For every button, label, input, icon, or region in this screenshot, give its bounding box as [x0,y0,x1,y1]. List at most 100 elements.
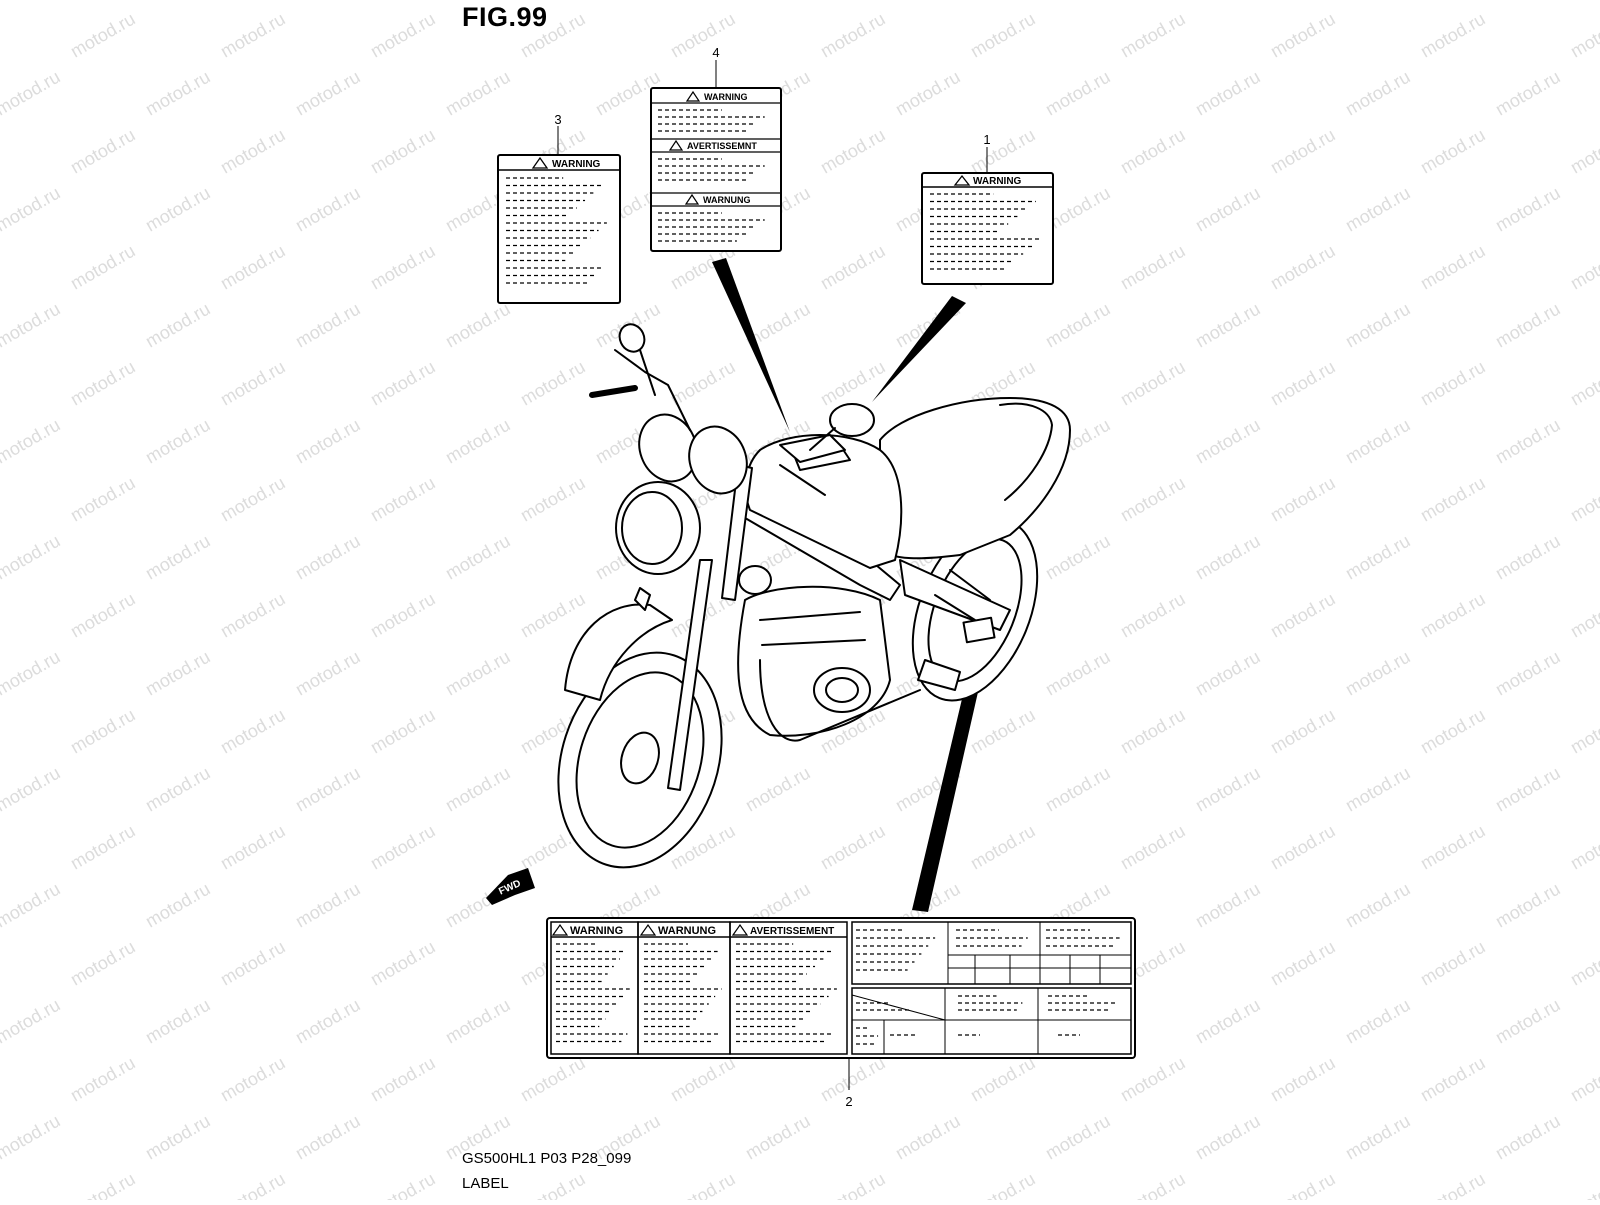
watermark-text: motod.ru [1417,937,1489,990]
watermark-text: motod.ru [1567,1053,1600,1106]
watermark-text: motod.ru [967,821,1039,874]
figure-title: FIG.99 [462,2,548,32]
watermark-text: motod.ru [667,357,739,410]
watermark-text: motod.ru [67,589,139,642]
watermark-text: motod.ru [67,937,139,990]
watermark-text: motod.ru [1492,531,1564,584]
watermark-text: motod.ru [592,0,664,3]
watermark-text: motod.ru [1342,299,1414,352]
callout-4: 4 [712,45,719,60]
rear-sticker-spot [962,616,996,644]
watermark-text: motod.ru [1417,821,1489,874]
watermark-text: motod.ru [142,531,214,584]
watermark-text: motod.ru [67,125,139,178]
watermark-text: motod.ru [292,0,364,3]
label-1-sticker: WARNING [921,172,1054,285]
watermark-text: motod.ru [1192,1111,1264,1164]
watermark-text: motod.ru [1267,357,1339,410]
watermark-text: motod.ru [217,125,289,178]
watermark-text: motod.ru [292,1111,364,1164]
watermark-text: motod.ru [1117,473,1189,526]
watermark-text: motod.ru [1267,705,1339,758]
handlebar-right [779,464,826,496]
watermark-text: motod.ru [1192,763,1264,816]
watermark-text: motod.ru [1192,415,1264,468]
watermark-text: motod.ru [217,9,289,62]
watermark-text: motod.ru [1567,937,1600,990]
watermark-text: motod.ru [367,937,439,990]
tachometer [688,425,748,495]
label-4-sticker: WARNING AVERTISSEMNT WARNUNG [650,87,782,252]
callout-3: 3 [554,112,561,127]
watermark-text: motod.ru [742,763,814,816]
watermark-text: motod.ru [517,1169,589,1200]
watermark-text: motod.ru [1042,67,1114,120]
muffler-tip [917,659,961,691]
watermark-text: motod.ru [1342,0,1414,3]
watermark-text: motod.ru [142,879,214,932]
watermark-text: motod.ru [142,995,214,1048]
watermark-text: motod.ru [1342,67,1414,120]
watermark-text: motod.ru [217,1169,289,1200]
watermark-text: motod.ru [1342,763,1414,816]
watermark-text: motod.ru [1117,705,1189,758]
watermark-text: motod.ru [1342,995,1414,1048]
seat [879,397,1071,560]
front-rim [575,671,705,849]
watermark-text: motod.ru [892,1111,964,1164]
watermark-text: motod.ru [1342,415,1414,468]
watermark-text: motod.ru [292,879,364,932]
warning-triangle-icon [531,156,549,169]
warning-triangle-icon [639,923,657,936]
label-4-heading-2: AVERTISSEMNT [687,141,757,151]
watermark-text: motod.ru [442,67,514,120]
warning-triangle-icon [685,90,701,102]
watermark-text: motod.ru [67,1053,139,1106]
watermark-text: motod.ru [1492,995,1564,1048]
watermark-text: motod.ru [1117,821,1189,874]
watermark-text: motod.ru [142,299,214,352]
watermark-text: motod.ru [292,183,364,236]
watermark-text: motod.ru [67,1169,139,1200]
watermark-text: motod.ru [1567,1169,1600,1200]
pointer-label-2 [912,644,988,912]
mirror-right [829,403,875,437]
mirror-left [618,323,646,353]
watermark-text: motod.ru [1117,241,1189,294]
watermark-text: motod.ru [1417,589,1489,642]
watermark-text: motod.ru [217,473,289,526]
watermark-text: motod.ru [142,763,214,816]
watermark-text: motod.ru [1492,0,1564,3]
watermark-text: motod.ru [892,67,964,120]
exhaust-pipe [759,659,921,742]
watermark-text: motod.ru [67,821,139,874]
watermark-text: motod.ru [1492,763,1564,816]
pointer-label-4 [712,258,790,432]
watermark-text: motod.ru [1042,0,1114,3]
watermark-text: motod.ru [367,241,439,294]
label-3-heading: WARNING [552,159,601,170]
watermark-text: motod.ru [817,821,889,874]
watermark-text: motod.ru [967,1053,1039,1106]
watermark-text: motod.ru [217,589,289,642]
label-4-heading-3: WARNUNG [703,195,751,205]
watermark-text: motod.ru [142,67,214,120]
watermark-text: motod.ru [442,415,514,468]
watermark-text: motod.ru [0,0,64,3]
watermark-text: motod.ru [1342,647,1414,700]
watermark-text: motod.ru [217,1053,289,1106]
watermark-text: motod.ru [667,9,739,62]
watermark-text: motod.ru [1567,357,1600,410]
figure-name: LABEL [462,1175,509,1192]
watermark-text: motod.ru [0,183,64,236]
watermark-text: motod.ru [1342,183,1414,236]
watermark-text: motod.ru [292,415,364,468]
watermark-text: motod.ru [217,937,289,990]
watermark-text: motod.ru [442,995,514,1048]
watermark-text: motod.ru [1042,1111,1114,1164]
watermark-text: motod.ru [0,67,64,120]
watermark-text: motod.ru [292,531,364,584]
watermark-text: motod.ru [1192,995,1264,1048]
watermark-text: motod.ru [1192,67,1264,120]
